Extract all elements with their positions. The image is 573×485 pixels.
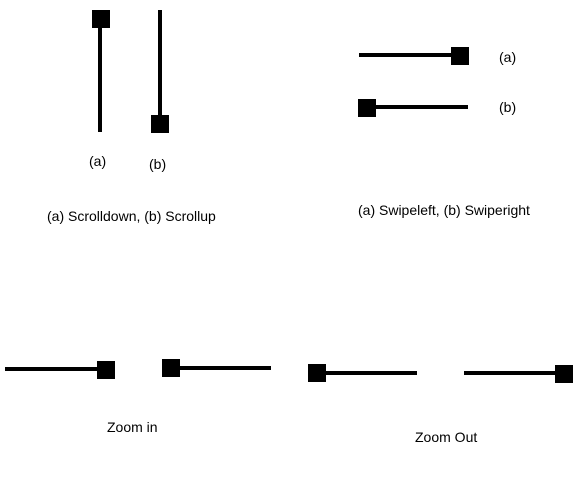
zoom-out-right-track [464, 371, 564, 375]
scroll-down-track [98, 18, 102, 132]
scroll-up-label: (b) [149, 156, 167, 172]
scroll-down-label: (a) [89, 153, 107, 169]
scroll-down-handle [92, 10, 110, 28]
swipe-left-track [359, 53, 459, 57]
swipe-caption: (a) Swipeleft, (b) Swiperight [358, 202, 530, 218]
zoom-out-right-handle [555, 365, 573, 383]
zoom-in-left-track [5, 367, 105, 371]
swipe-right-handle [358, 99, 376, 117]
swipe-left-handle [451, 47, 469, 65]
zoom-in-left-handle [97, 361, 115, 379]
zoom-out-left-track [316, 371, 417, 375]
scroll-up-track [158, 10, 162, 126]
swipe-left-label: (a) [499, 49, 517, 65]
zoom-in-right-track [170, 366, 271, 370]
scroll-caption: (a) Scrolldown, (b) Scrollup [47, 208, 216, 224]
zoom-out-caption: Zoom Out [415, 429, 478, 445]
zoom-in-caption: Zoom in [107, 419, 158, 435]
swipe-right-label: (b) [499, 99, 517, 115]
swipe-right-track [366, 105, 468, 109]
scroll-up-handle [151, 115, 169, 133]
